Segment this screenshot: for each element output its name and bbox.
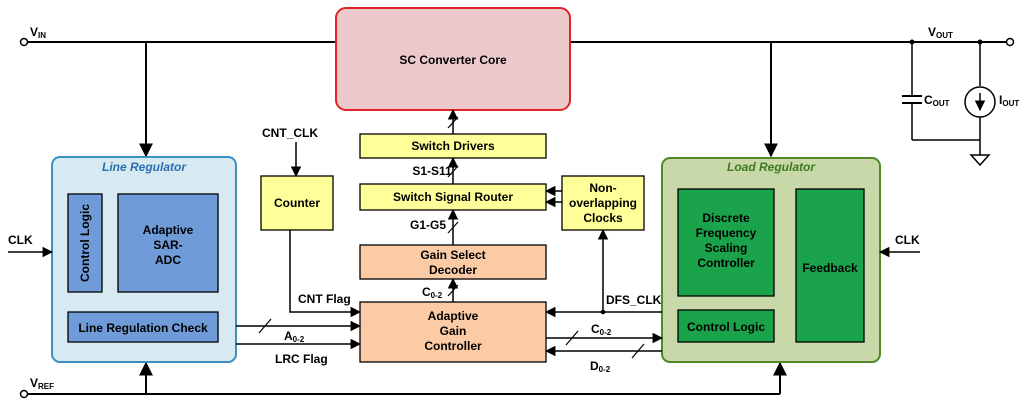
feedback-label: Feedback — [802, 261, 858, 275]
non-overlapping-clocks-label-3: Clocks — [583, 211, 623, 225]
bus-slash — [631, 343, 645, 359]
bus-slash — [447, 165, 459, 178]
switch-drivers-label: Switch Drivers — [411, 139, 495, 153]
dfs-clk-node — [600, 309, 606, 315]
bus-slash — [447, 116, 459, 129]
sar-adc-label-1: Adaptive — [143, 223, 194, 237]
clk-left-label: CLK — [8, 233, 33, 247]
counter-block — [260, 175, 334, 231]
line-control-logic-block — [67, 193, 103, 293]
iout-label: IOUT — [999, 93, 1019, 108]
gain-select-decoder-label-1: Gain Select — [420, 248, 485, 262]
d02-label: D0-2 — [590, 359, 611, 374]
non-overlapping-clocks-block — [561, 175, 645, 231]
vout-terminal — [1005, 37, 1015, 47]
bus-slash — [565, 330, 579, 346]
agc-label-1: Adaptive — [428, 309, 479, 323]
sc-converter-core-label: SC Converter Core — [399, 53, 507, 67]
switch-signal-router-label: Switch Signal Router — [393, 190, 513, 204]
cnt-clk-label: CNT_CLK — [262, 126, 318, 140]
vin-terminal — [19, 37, 29, 47]
sar-adc-label-3: ADC — [155, 253, 181, 267]
c02-decoder-label: C0-2 — [422, 285, 443, 300]
non-overlapping-clocks-label-1: Non- — [589, 181, 616, 195]
dfs-label-3: Scaling — [705, 241, 748, 255]
dfs-controller-block — [677, 188, 775, 297]
cout-label: COUT — [924, 93, 950, 108]
c02-right-label: C0-2 — [591, 322, 612, 337]
counter-label: Counter — [274, 196, 320, 210]
sar-adc-label-2: SAR- — [153, 238, 182, 252]
bus-slash — [447, 221, 459, 234]
vref-terminal — [19, 389, 29, 399]
vout-label: VOUT — [928, 25, 953, 40]
lrc-flag-label: LRC Flag — [275, 352, 328, 366]
line-regulation-check-label: Line Regulation Check — [78, 321, 208, 335]
dfs-label-4: Controller — [697, 256, 755, 270]
vin-label: VIN — [30, 25, 46, 40]
agc-label-2: Gain — [440, 324, 467, 338]
cnt-flag-wire — [289, 230, 362, 318]
dfs-label-2: Frequency — [696, 226, 757, 240]
line-control-logic-label: Control Logic — [78, 204, 92, 282]
line-regulator-title: Line Regulator — [102, 160, 187, 174]
a02-label: A0-2 — [284, 329, 305, 344]
vref-label: VREF — [30, 376, 54, 391]
non-overlapping-clocks-label-2: overlapping — [569, 196, 637, 210]
g1-g5-label: G1-G5 — [410, 218, 446, 232]
load-regulator-title: Load Regulator — [727, 160, 816, 174]
load-control-logic-label: Control Logic — [687, 320, 765, 334]
dfs-clk-label: DFS_CLK — [606, 293, 662, 307]
bus-slash — [258, 318, 272, 334]
ground-icon — [969, 154, 991, 167]
line-regulation-check-block — [67, 311, 219, 343]
s1-s11-label: S1-S11 — [412, 164, 452, 178]
agc-label-3: Controller — [424, 339, 482, 353]
adaptive-sar-adc-block — [117, 193, 219, 293]
feedback-block — [795, 188, 865, 343]
cnt-flag-label: CNT Flag — [298, 292, 351, 306]
load-control-logic-block — [677, 309, 775, 343]
adaptive-gain-controller-block — [359, 301, 547, 363]
dfs-label-1: Discrete — [702, 211, 750, 225]
gain-select-decoder-label-2: Decoder — [429, 263, 477, 277]
bus-slash — [447, 284, 459, 297]
clk-right-label: CLK — [895, 233, 920, 247]
